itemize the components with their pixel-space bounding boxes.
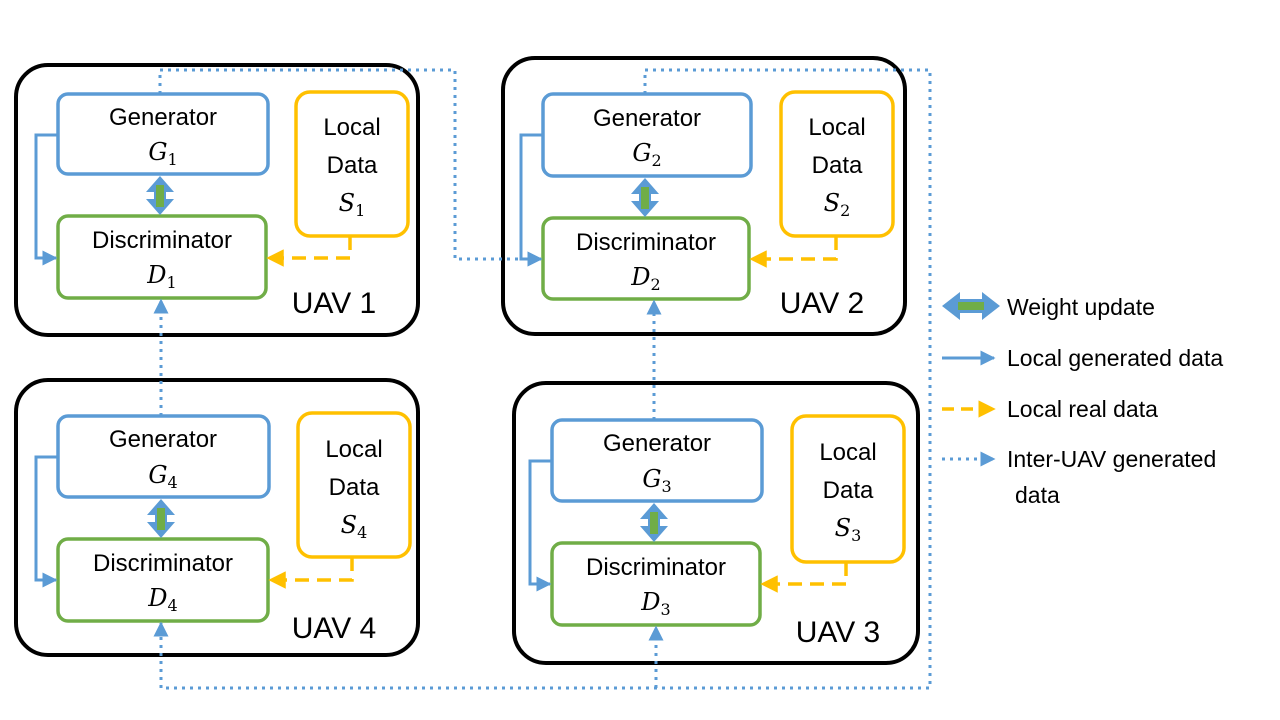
inter-uav-link-g2-d4 xyxy=(153,68,932,690)
local-generated-arrow xyxy=(34,133,58,266)
discriminator-symbol: D1 xyxy=(146,261,176,292)
local-data-line2: Data xyxy=(812,152,863,179)
local-data-line1: Local xyxy=(808,114,865,141)
uav-1-local-data: Local Data S1 xyxy=(294,90,410,238)
uav-4-discriminator: Discriminator D4 xyxy=(56,537,270,623)
local-data-line1: Local xyxy=(323,114,380,141)
local-real-arrow xyxy=(268,557,354,589)
weight-update-arrow xyxy=(147,499,175,538)
generator-label: Generator xyxy=(109,104,217,131)
uav-1-label: UAV 1 xyxy=(292,287,376,320)
generator-symbol: G1 xyxy=(148,138,177,169)
uav-4-label: UAV 4 xyxy=(292,612,376,645)
local-data-line1: Local xyxy=(325,436,382,463)
uav-2: Generator G2 Discriminator D2 Local Data… xyxy=(501,56,907,336)
local-data-line2: Data xyxy=(329,474,380,501)
local-real-arrow xyxy=(749,236,838,268)
local-real-arrow xyxy=(760,562,848,593)
uav-2-discriminator: Discriminator D2 xyxy=(541,216,751,301)
local-data-line2: Data xyxy=(823,477,874,504)
uav-1-discriminator: Discriminator D1 xyxy=(56,214,268,300)
discriminator-label: Discriminator xyxy=(92,227,232,254)
legend-weight-update: Weight update xyxy=(942,292,1155,320)
local-data-symbol: S4 xyxy=(341,511,368,542)
uav-2-label: UAV 2 xyxy=(780,287,864,320)
legend-inter-uav-label-1: Inter-UAV generated xyxy=(1007,446,1216,472)
generator-symbol: G3 xyxy=(642,465,671,496)
uav-2-generator: Generator G2 xyxy=(541,92,753,178)
uav-4-generator: Generator G4 xyxy=(56,414,271,499)
generator-symbol: G2 xyxy=(632,139,661,170)
uav-3-discriminator: Discriminator D3 xyxy=(550,541,762,627)
local-data-line2: Data xyxy=(327,152,378,179)
weight-update-arrow xyxy=(640,503,668,542)
uav-4: Generator G4 Discriminator D4 Local Data… xyxy=(14,378,420,657)
inter-uav-link-g1-d2 xyxy=(158,68,543,267)
legend-local-real: Local real data xyxy=(942,396,1158,422)
uav-2-local-data: Local Data S2 xyxy=(779,90,895,238)
local-data-symbol: S3 xyxy=(835,514,862,545)
weight-update-arrow xyxy=(631,178,659,217)
generator-symbol: G4 xyxy=(148,461,177,492)
inter-uav-links xyxy=(153,68,932,690)
uav-3-generator: Generator G3 xyxy=(550,418,764,503)
legend-inter-uav: Inter-UAV generated data xyxy=(942,446,1216,508)
legend-weight-update-label: Weight update xyxy=(1007,294,1155,320)
legend: Weight update Local generated data Local… xyxy=(942,292,1223,508)
legend-local-generated: Local generated data xyxy=(942,345,1223,371)
legend-local-generated-label: Local generated data xyxy=(1007,345,1223,371)
discriminator-label: Discriminator xyxy=(576,229,716,256)
generator-label: Generator xyxy=(109,426,217,453)
uav-1: Generator G1 Discriminator D1 Local Data… xyxy=(14,63,420,337)
weight-update-arrow xyxy=(146,176,174,215)
uav-3-local-data: Local Data S3 xyxy=(790,414,906,564)
legend-local-real-label: Local real data xyxy=(1007,396,1158,422)
local-data-symbol: S1 xyxy=(339,189,366,220)
uav-3: Generator G3 Discriminator D3 Local Data… xyxy=(512,381,920,665)
local-real-arrow xyxy=(266,236,352,267)
uav-4-local-data: Local Data S4 xyxy=(296,411,412,559)
generator-label: Generator xyxy=(593,105,701,132)
discriminator-symbol: D4 xyxy=(147,584,177,615)
discriminator-symbol: D3 xyxy=(640,588,670,619)
legend-inter-uav-label-2: data xyxy=(1015,482,1060,508)
discriminator-symbol: D2 xyxy=(630,263,660,294)
generator-label: Generator xyxy=(603,430,711,457)
local-data-line1: Local xyxy=(819,439,876,466)
uav-3-label: UAV 3 xyxy=(796,616,880,649)
discriminator-label: Discriminator xyxy=(93,550,233,577)
local-generated-arrow xyxy=(34,455,58,588)
local-generated-arrow xyxy=(528,459,552,592)
local-data-symbol: S2 xyxy=(824,189,851,220)
uav-1-generator: Generator G1 xyxy=(56,92,270,176)
discriminator-label: Discriminator xyxy=(586,554,726,581)
